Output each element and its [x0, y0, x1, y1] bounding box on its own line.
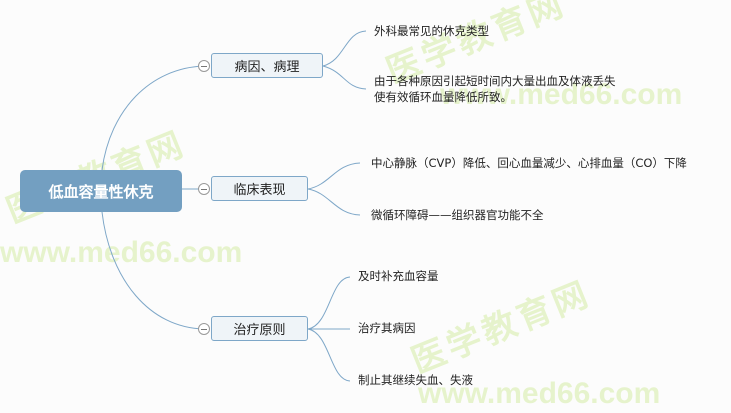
collapse-icon[interactable]: [198, 60, 210, 72]
branch-clinical[interactable]: 临床表现: [211, 176, 308, 201]
branch-label: 病因、病理: [234, 60, 300, 75]
leaf-node[interactable]: 及时补充血容量: [358, 269, 439, 283]
leaf-node[interactable]: 外科最常见的休克类型: [374, 24, 489, 38]
branch-treatment[interactable]: 治疗原则: [211, 316, 308, 341]
connector-leaf: [307, 188, 361, 216]
branch-label: 治疗原则: [233, 323, 286, 338]
connector-root-branch1: [101, 65, 205, 171]
connector-leaf: [307, 162, 361, 190]
root-node[interactable]: 低血容量性休克: [20, 170, 182, 212]
collapse-icon[interactable]: [198, 183, 210, 195]
connector-leaf: [307, 328, 351, 382]
branch-label: 临床表现: [233, 183, 286, 198]
leaf-node[interactable]: 微循环障碍——组织器官功能不全: [371, 208, 544, 222]
collapse-icon[interactable]: [198, 323, 210, 335]
connector-leaf: [307, 276, 351, 330]
branch-etiology[interactable]: 病因、病理: [211, 53, 323, 78]
connector-leaf: [322, 65, 367, 90]
leaf-node[interactable]: 由于各种原因引起短时间内大量出血及体液丢失 使有效循环血量降低所致。: [374, 73, 616, 105]
root-label: 低血容量性休克: [48, 182, 154, 201]
leaf-node[interactable]: 制止其继续失血、失液: [358, 373, 473, 387]
connector-leaf: [322, 30, 367, 67]
connector-root-branch3: [101, 211, 205, 330]
leaf-node[interactable]: 中心静脉（CVP）降低、回心血量减少、心排血量（CO）下降: [371, 156, 687, 170]
leaf-line: 使有效循环血量降低所致。: [374, 90, 512, 104]
leaf-node[interactable]: 治疗其病因: [358, 321, 416, 335]
leaf-line: 由于各种原因引起短时间内大量出血及体液丢失: [374, 74, 616, 88]
